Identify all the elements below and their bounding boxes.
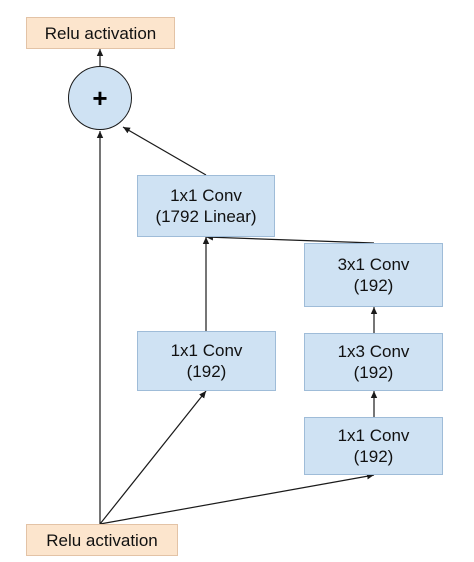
conv-1x1-right-box: 1x1 Conv (192) xyxy=(304,417,443,475)
plus-icon: + xyxy=(92,82,108,113)
addition-node: + xyxy=(68,66,132,130)
conv-3x1-box: 3x1 Conv (192) xyxy=(304,243,443,307)
conv-1x1-right-title: 1x1 Conv xyxy=(337,426,410,445)
conv-1x1-right-channels: (192) xyxy=(353,447,394,466)
conv-1x1-middle-box: 1x1 Conv (192) xyxy=(137,331,276,391)
conv-1x3-channels: (192) xyxy=(353,363,394,382)
conv-1x1-middle-channels: (192) xyxy=(186,362,227,381)
conv-1x1-linear-channels: (1792 Linear) xyxy=(155,207,257,226)
edge-linear-conv-to-plus xyxy=(122,126,207,176)
edge-3x1-conv-to-linear-conv xyxy=(205,234,375,244)
conv-1x1-middle-title: 1x1 Conv xyxy=(170,341,243,360)
conv-1x3-box: 1x3 Conv (192) xyxy=(304,333,443,391)
conv-1x1-linear-box: 1x1 Conv (1792 Linear) xyxy=(137,175,275,237)
relu-activation-bottom: Relu activation xyxy=(26,524,178,556)
relu-activation-top: Relu activation xyxy=(26,17,175,49)
conv-3x1-channels: (192) xyxy=(353,276,394,295)
conv-3x1-title: 3x1 Conv xyxy=(337,255,410,274)
relu-activation-bottom-label: Relu activation xyxy=(46,530,158,550)
conv-1x3-title: 1x3 Conv xyxy=(337,342,410,361)
conv-1x1-linear-title: 1x1 Conv xyxy=(170,186,242,205)
edge-relu-to-mid-conv xyxy=(99,390,207,525)
edge-relu-to-right-1x1-conv xyxy=(99,473,375,525)
relu-activation-top-label: Relu activation xyxy=(44,23,157,43)
